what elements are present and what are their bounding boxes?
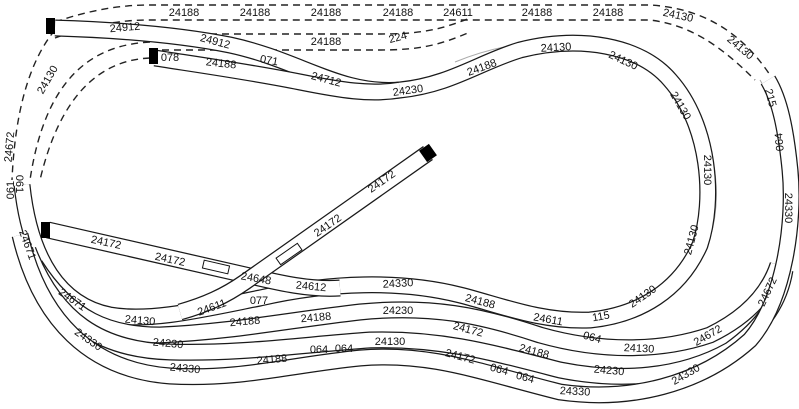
piece-label: 064 (773, 132, 787, 151)
middle-track (27, 260, 787, 357)
piece-label: 061 (13, 175, 25, 193)
piece-label: 24188 (240, 7, 271, 19)
platform-marker (275, 242, 303, 266)
piece-label: 24230 (152, 337, 184, 352)
piece-label: 24330 (382, 277, 413, 291)
piece-label: 24612 (295, 280, 327, 295)
buffer-stop-icon (149, 48, 158, 64)
piece-label: 24130 (375, 336, 406, 348)
piece-label: 078 (161, 52, 179, 64)
solid-tracks (11, 19, 799, 404)
piece-label: 24188 (169, 7, 200, 19)
piece-label: 064 (515, 370, 536, 386)
piece-label: 24188 (300, 311, 332, 326)
piece-label: 24672 (3, 131, 18, 163)
piece-label: 064 (582, 330, 603, 346)
piece-label: 077 (250, 295, 268, 307)
piece-label: 24130 (540, 41, 571, 55)
piece-label: 115 (591, 309, 610, 324)
piece-label: 24230 (593, 364, 625, 379)
piece-label: 24230 (383, 305, 414, 317)
buffer-stop-icon (46, 18, 55, 34)
piece-label: 064 (335, 343, 353, 355)
piece-label: 24330 (169, 362, 201, 377)
piece-label: 215 (762, 88, 778, 109)
piece-label: 24130 (662, 7, 694, 25)
piece-label: 24130 (701, 155, 713, 186)
outer-track (11, 75, 799, 404)
piece-label: 061 (5, 181, 17, 199)
piece-label: 24330 (782, 193, 794, 224)
piece-label: 24130 (35, 64, 61, 96)
piece-label: 24611 (443, 7, 473, 19)
piece-label: 24188 (311, 7, 342, 19)
piece-label: 24611 (532, 311, 563, 328)
platform-marker (201, 259, 231, 275)
piece-label: 24330 (559, 385, 590, 399)
piece-label: 24648 (240, 270, 272, 287)
buffer-stop-icon (419, 143, 437, 163)
piece-label: 24130 (623, 342, 654, 356)
piece-label: 064 (310, 344, 328, 356)
upper-loop-track (13, 19, 717, 329)
branch-track (153, 49, 402, 101)
piece-label: 071 (259, 53, 279, 68)
piece-label: 24188 (256, 353, 288, 368)
piece-label: 24230 (392, 83, 424, 99)
siding-diagonal (177, 146, 433, 321)
piece-label: 24188 (522, 7, 553, 19)
piece-label: 24188 (311, 36, 342, 48)
piece-label: 24188 (229, 315, 261, 330)
piece-label: 24130 (724, 33, 755, 62)
piece-label: 24188 (383, 7, 414, 19)
buffer-stop-icon (41, 222, 50, 238)
piece-label: 24188 (593, 7, 624, 19)
piece-label: 064 (489, 362, 510, 378)
piece-label: 24188 (205, 56, 237, 71)
piece-label: 224 (388, 30, 409, 46)
piece-label: 24130 (124, 314, 156, 329)
piece-label: 24912 (109, 21, 141, 36)
buffer-stops (41, 18, 437, 238)
